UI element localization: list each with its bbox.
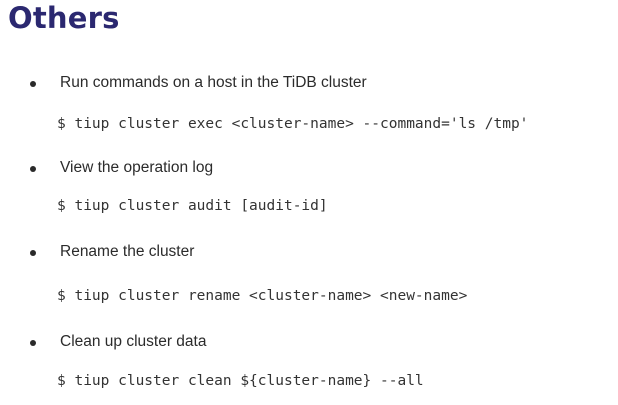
bullet-icon	[30, 81, 36, 87]
item-label: View the operation log	[60, 159, 214, 176]
bullet-icon	[30, 250, 36, 256]
item-label: Clean up cluster data	[60, 333, 207, 350]
item-label: Rename the cluster	[60, 243, 195, 260]
bullet-icon	[30, 166, 36, 172]
command-line: $ tiup cluster clean ${cluster-name} --a…	[57, 373, 424, 389]
command-line: $ tiup cluster audit [audit-id]	[57, 198, 328, 214]
command-line: $ tiup cluster exec <cluster-name> --com…	[57, 116, 529, 132]
item-label: Run commands on a host in the TiDB clust…	[60, 74, 367, 91]
command-line: $ tiup cluster rename <cluster-name> <ne…	[57, 288, 468, 304]
bullet-icon	[30, 340, 36, 346]
slide-title: Others	[8, 1, 120, 35]
